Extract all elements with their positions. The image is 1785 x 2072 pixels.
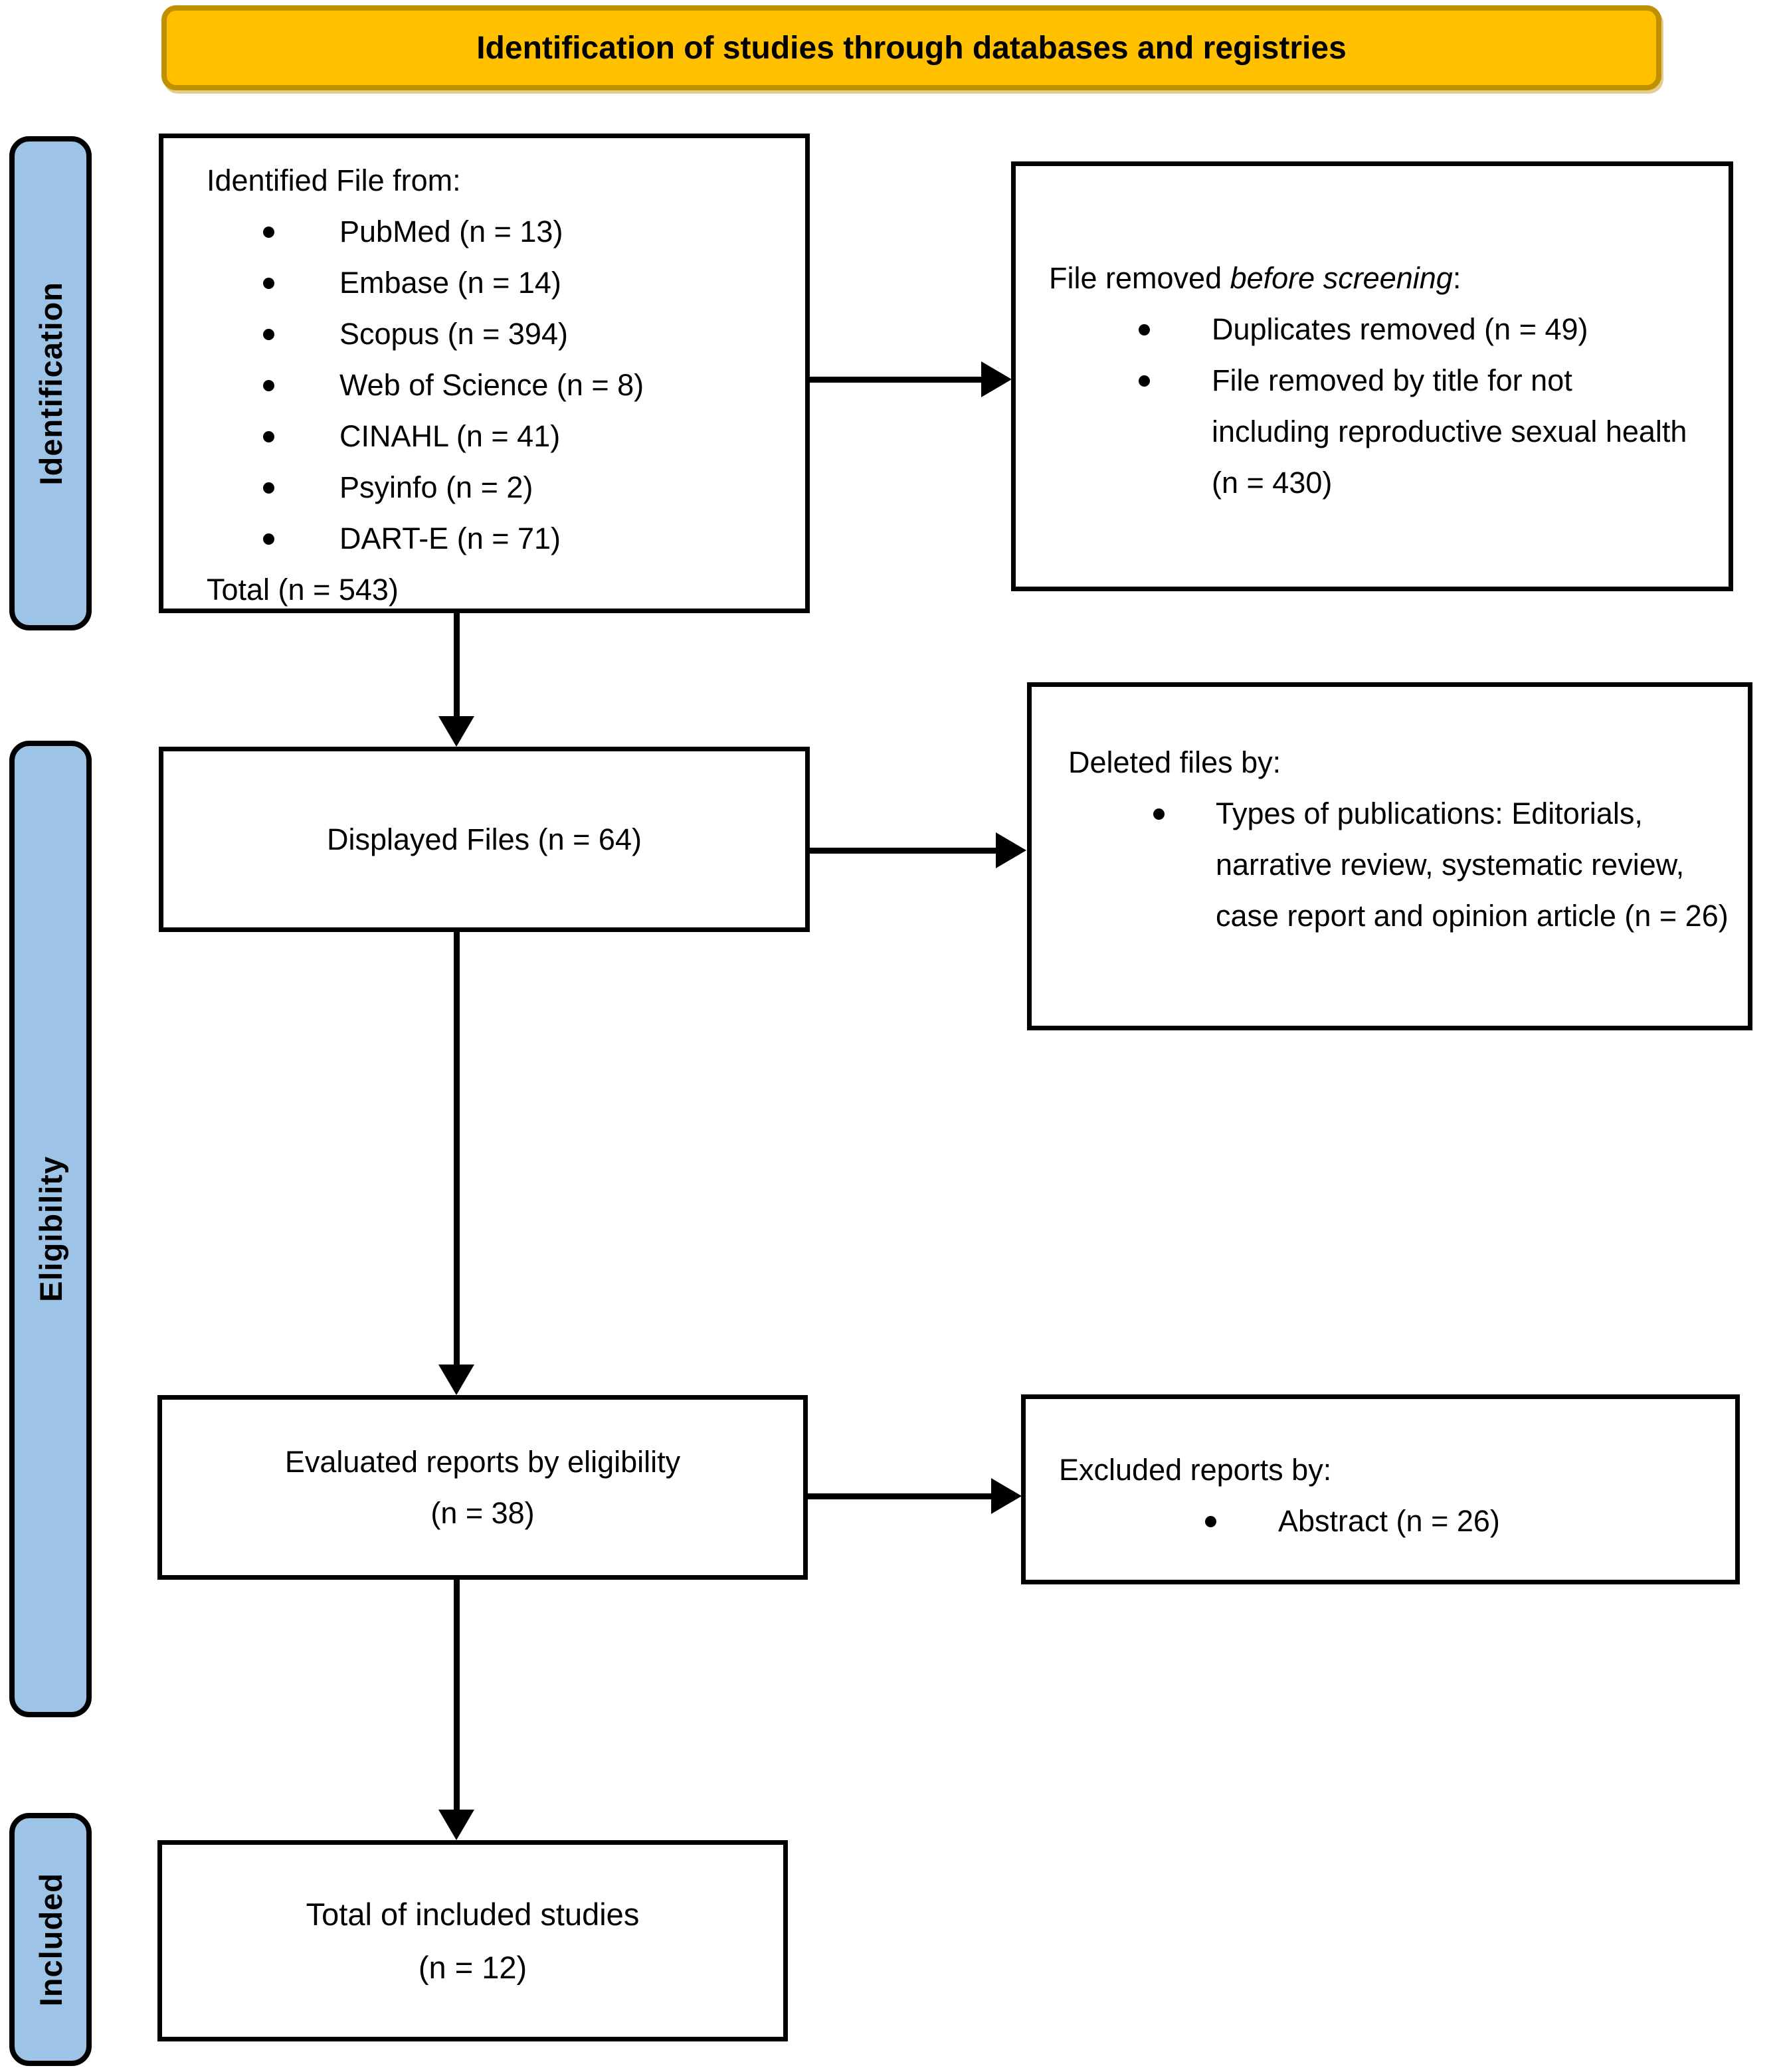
identified-sources-total: Total (n = 543) <box>207 573 399 607</box>
arrow-down-icon <box>438 1810 474 1840</box>
title-banner: Identification of studies through databa… <box>161 5 1661 90</box>
stage-label-included: Included <box>33 1872 68 2007</box>
bullet-icon <box>263 431 274 442</box>
stage-label-eligibility: Eligibility <box>33 1156 68 1302</box>
list-item-text: CINAHL (n = 41) <box>339 419 561 453</box>
excluded-reports-heading: Excluded reports by: <box>1059 1453 1332 1487</box>
list-item-text: Types of publications: Editorials, narra… <box>1216 797 1729 933</box>
stage-bar-included: Included <box>9 1813 92 2066</box>
arrow-displayed-to-evaluated-stem <box>454 932 460 1366</box>
removed-list: Duplicates removed (n = 49) File removed… <box>1049 304 1699 508</box>
bullet-icon <box>263 278 274 289</box>
list-item-text: File removed by title for not including … <box>1212 363 1687 500</box>
list-item: DART-E (n = 71) <box>207 513 785 564</box>
list-item-text: Abstract (n = 26) <box>1278 1504 1500 1538</box>
list-item: Duplicates removed (n = 49) <box>1049 304 1698 355</box>
box-deleted-files: Deleted files by: Types of publications:… <box>1027 682 1752 1030</box>
diagram-title: Identification of studies through databa… <box>476 30 1347 66</box>
removed-heading: File removed before screening: <box>1049 252 1699 304</box>
bullet-icon <box>1205 1516 1216 1527</box>
stage-label-identification: Identification <box>33 281 68 486</box>
removed-heading-italic: before screening <box>1230 261 1453 295</box>
list-item-text: Web of Science (n = 8) <box>339 368 644 402</box>
evaluated-reports-line1: Evaluated reports by eligibility <box>284 1445 681 1479</box>
bullet-icon <box>1139 375 1150 387</box>
bullet-icon <box>263 533 274 545</box>
arrow-right-icon <box>996 832 1026 868</box>
bullet-icon <box>263 227 274 238</box>
stage-bar-eligibility: Eligibility <box>9 741 92 1717</box>
displayed-files-label: Displayed Files (n = 64) <box>327 822 642 856</box>
list-item: PubMed (n = 13) <box>207 206 785 257</box>
removed-heading-prefix: File removed <box>1049 261 1230 295</box>
arrow-down-icon <box>438 1365 474 1395</box>
list-item: Web of Science (n = 8) <box>207 359 785 411</box>
arrow-identified-to-displayed-stem <box>454 612 460 717</box>
list-item: Types of publications: Editorials, narra… <box>1068 788 1747 941</box>
list-item-text: PubMed (n = 13) <box>339 215 563 248</box>
deleted-files-list: Types of publications: Editorials, narra… <box>1068 788 1748 941</box>
list-item: Embase (n = 14) <box>207 257 785 308</box>
list-item: Abstract (n = 26) <box>1059 1495 1715 1547</box>
identified-sources-heading: Identified File from: <box>207 163 461 197</box>
list-item: Scopus (n = 394) <box>207 308 785 359</box>
arrow-evaluated-to-excluded-stem <box>808 1493 992 1499</box>
box-excluded-reports: Excluded reports by: Abstract (n = 26) <box>1021 1394 1740 1584</box>
total-included-line1: Total of included studies <box>306 1896 640 1932</box>
list-item-text: DART-E (n = 71) <box>339 521 561 555</box>
list-item: CINAHL (n = 41) <box>207 411 785 462</box>
removed-heading-suffix: : <box>1452 261 1461 295</box>
bullet-icon <box>263 380 274 391</box>
list-item: Psyinfo (n = 2) <box>207 462 785 513</box>
box-displayed-files: Displayed Files (n = 64) <box>159 747 810 932</box>
box-removed-before-screening: File removed before screening: Duplicate… <box>1011 161 1733 591</box>
arrow-displayed-to-deleted-stem <box>810 848 997 854</box>
arrow-evaluated-to-total-stem <box>454 1579 460 1811</box>
arrow-identified-to-removed-stem <box>810 377 983 383</box>
arrow-down-icon <box>438 716 474 747</box>
arrow-right-icon <box>981 361 1012 397</box>
list-item: File removed by title for not including … <box>1049 355 1698 508</box>
list-item-text: Scopus (n = 394) <box>339 317 568 351</box>
excluded-reports-list: Abstract (n = 26) <box>1059 1495 1715 1547</box>
list-item-text: Psyinfo (n = 2) <box>339 470 533 504</box>
bullet-icon <box>1153 808 1165 820</box>
identified-sources-list: PubMed (n = 13) Embase (n = 14) Scopus (… <box>207 206 785 564</box>
bullet-icon <box>1139 324 1150 335</box>
evaluated-reports-line2: (n = 38) <box>430 1496 535 1530</box>
deleted-files-heading: Deleted files by: <box>1068 745 1281 779</box>
box-total-included: Total of included studies (n = 12) <box>157 1840 788 2041</box>
box-evaluated-reports: Evaluated reports by eligibility (n = 38… <box>157 1395 808 1580</box>
stage-bar-identification: Identification <box>9 136 92 630</box>
list-item-text: Duplicates removed (n = 49) <box>1212 312 1588 346</box>
total-included-line2: (n = 12) <box>418 1949 527 1985</box>
box-identified-sources: Identified File from: PubMed (n = 13) Em… <box>159 134 810 613</box>
arrow-right-icon <box>991 1478 1022 1514</box>
list-item-text: Embase (n = 14) <box>339 266 561 300</box>
bullet-icon <box>263 482 274 494</box>
bullet-icon <box>263 329 274 340</box>
